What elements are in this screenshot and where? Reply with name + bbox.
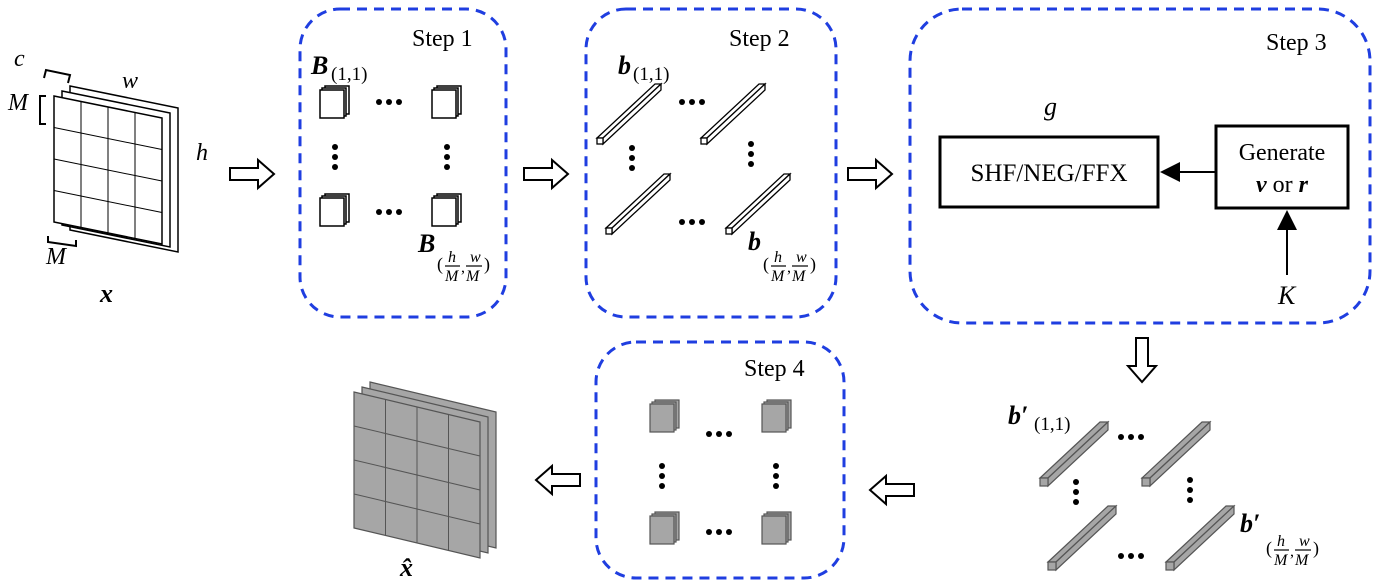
transform-box-label: SHF/NEG/FFX [971,160,1128,187]
step2-frame [584,7,838,319]
svg-text:M: M [791,268,807,285]
svg-text:(: ( [437,254,443,275]
svg-text:h: h [448,249,456,266]
step3-label: Step 3 [1266,30,1327,56]
arrow-to-step2 [523,157,570,191]
svg-text:,: , [787,259,791,276]
block-size-top-label: M [7,90,30,116]
svg-text:M: M [465,268,481,285]
arrow-step3-down [1125,337,1159,384]
step2-first-vector-sub: (1,1) [633,64,669,85]
input-symbol: x [99,279,113,308]
arrow-to-output [534,463,581,497]
svg-text:M: M [1273,552,1289,569]
step4-blocks [649,399,792,545]
svg-text:(: ( [763,254,769,275]
step1-last-block-label: B [417,229,435,258]
svg-text:,: , [1290,543,1294,560]
step2-first-vector-label: b [618,51,631,80]
svg-text:h: h [774,249,782,266]
arrow-to-step4 [868,473,915,507]
svg-text:): ) [484,254,490,275]
output-first-vector-sub: (1,1) [1034,414,1070,435]
dim-c-label: c [14,46,25,72]
output-vectors [1038,420,1236,572]
svg-text:w: w [470,249,481,266]
step2-label: Step 2 [729,26,790,52]
svg-text:w: w [796,249,807,266]
arrow-to-step1 [229,157,276,191]
svg-text:h: h [1277,533,1285,550]
svg-text:,: , [461,259,465,276]
step2-last-vector-sub: ( h M , w M ) [763,249,816,285]
svg-text:): ) [810,254,816,275]
output-vectors-ellipses [1073,434,1193,559]
arrow-to-step3 [847,157,894,191]
step1-frame [298,7,508,319]
dim-h-label: h [196,140,208,166]
step1-label: Step 1 [412,26,473,52]
input-tensor [39,68,179,253]
transform-box [938,135,1160,209]
generate-label: Generate [1239,140,1326,166]
step1-last-block-sub: ( h M , w M ) [437,249,490,285]
step1-first-block-label: B [310,51,328,80]
step4-label: Step 4 [744,356,805,382]
svg-text:): ) [1313,538,1319,559]
step4-frame [594,340,846,580]
key-label: K [1277,281,1297,310]
output-last-vector-sub: ( h M , w M ) [1266,533,1319,569]
function-g-label: g [1044,92,1057,121]
step2-last-vector-label: b [748,227,761,256]
generate-options: v or r [1256,172,1309,198]
block-size-bottom-label: M [45,244,68,270]
step3-frame [908,7,1372,325]
step2-vectors [595,82,792,236]
output-tensor [353,381,497,559]
svg-text:M: M [1294,552,1310,569]
step2-ellipses [629,99,754,225]
output-symbol: x̂ [399,553,413,581]
dim-w-label: w [122,68,138,94]
output-first-vector-label: b′ [1008,401,1028,430]
step1-blocks [319,85,462,227]
svg-text:M: M [770,268,786,285]
svg-text:(: ( [1266,538,1272,559]
step4-ellipses [659,431,779,535]
svg-text:w: w [1299,533,1310,550]
step1-first-block-sub: (1,1) [331,64,367,85]
svg-text:M: M [444,268,460,285]
generate-box [1214,124,1350,210]
output-last-vector-label: b′ [1240,509,1260,538]
